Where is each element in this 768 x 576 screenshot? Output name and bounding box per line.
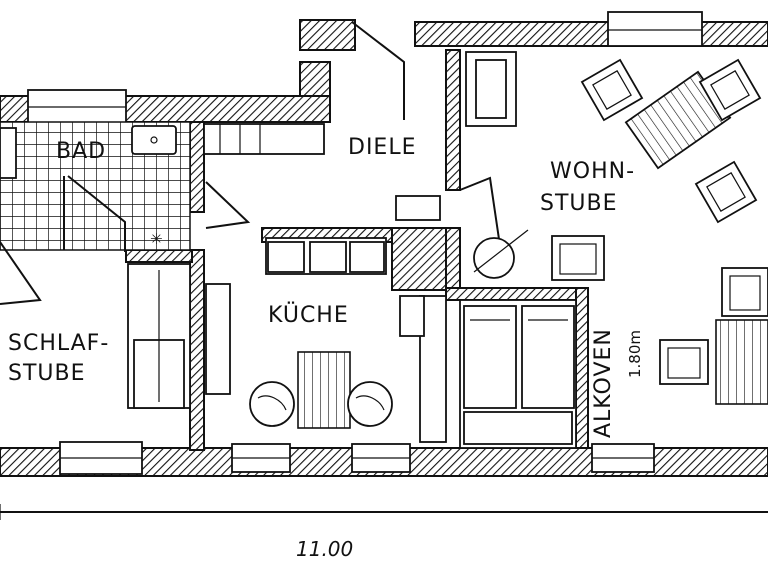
- kitchen: [205, 237, 447, 443]
- dimension-label: 11.00: [296, 537, 353, 561]
- windows: [27, 11, 703, 475]
- alcove-bed: [459, 299, 577, 449]
- bedroom: [0, 241, 191, 409]
- label-schlafstube-line2: STUBE: [8, 361, 86, 386]
- label-bad: BAD: [56, 139, 106, 164]
- label-kueche: KÜCHE: [268, 302, 349, 328]
- label-alkoven-width: 1.80m: [626, 330, 644, 378]
- hallway: [203, 21, 529, 279]
- svg-text:✳: ✳: [150, 230, 163, 248]
- label-diele: DIELE: [348, 135, 417, 160]
- bathroom: ✳: [0, 121, 191, 252]
- label-schlafstube-line1: SCHLAF-: [8, 331, 109, 356]
- living-room: [551, 58, 768, 405]
- label-alkoven: ALKOVEN: [591, 328, 616, 438]
- label-wohnstube-line2: STUBE: [540, 191, 618, 216]
- dimension-line: [0, 504, 768, 520]
- label-wohnstube-line1: WOHN-: [550, 159, 635, 184]
